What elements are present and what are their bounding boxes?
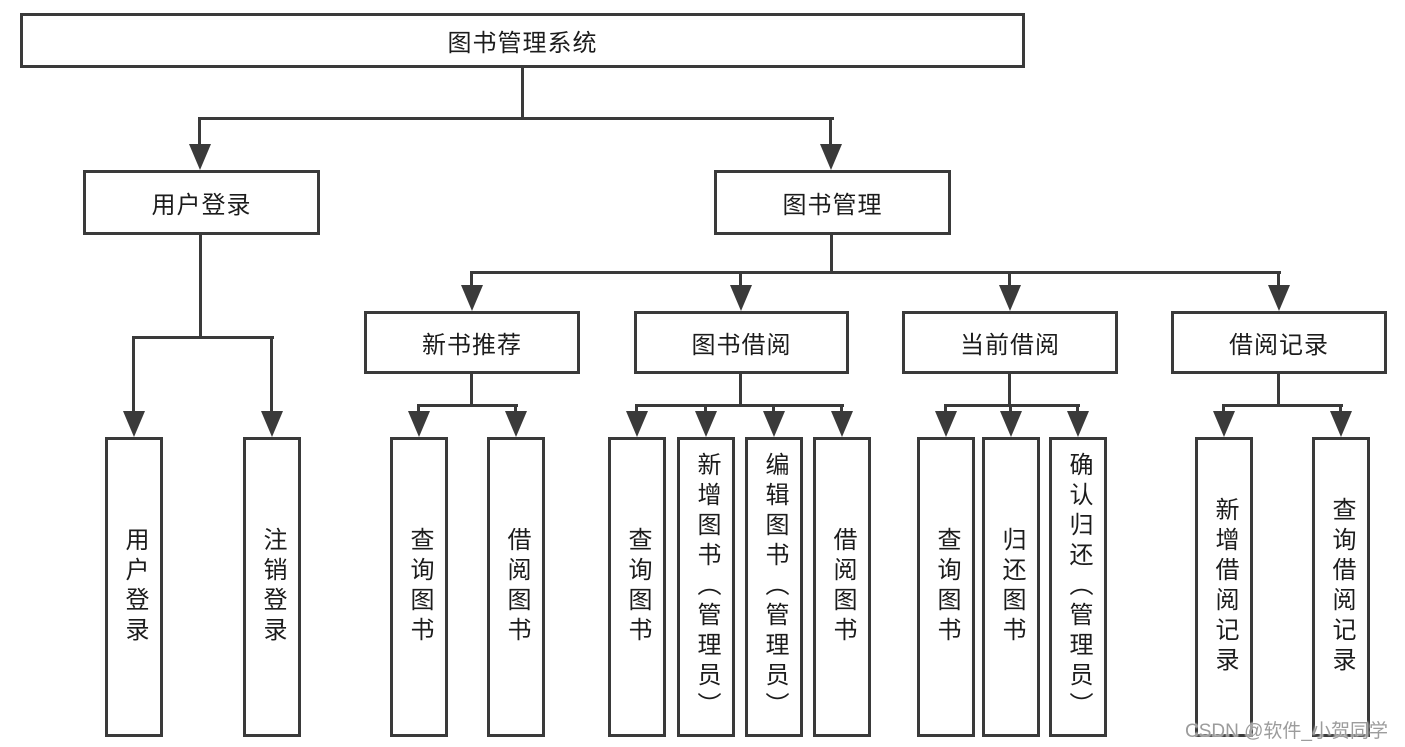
leaf-return-books: 归还图书 [982, 437, 1040, 737]
edge-current-bus [944, 404, 1080, 407]
arrowhead-borrow-leaf-2 [695, 411, 717, 437]
edge-borrow-bus [635, 404, 844, 407]
edge-borrow-stem [739, 374, 742, 407]
edge-userlogin-bus [132, 336, 274, 339]
edge-userlogin-drop-1 [132, 336, 135, 413]
arrowhead-new-books [461, 285, 483, 311]
edge-borrow-drop-4 [840, 404, 843, 414]
node-book-borrow: 图书借阅 [634, 311, 849, 374]
leaf-edit-books-admin: 编辑图书（管理员） [745, 437, 803, 737]
arrowhead-logout-leaf [261, 411, 283, 437]
edge-records-drop-1 [1222, 404, 1225, 414]
leaf-query-borrow-record: 查询借阅记录 [1312, 437, 1370, 737]
leaf-confirm-return-admin: 确认归还（管理员） [1049, 437, 1107, 737]
arrowhead-book-mgmt [820, 144, 842, 170]
edge-bookmgmt-drop-2 [739, 271, 742, 288]
edge-root-drop-right [829, 117, 832, 146]
node-book-management: 图书管理 [714, 170, 951, 235]
edge-current-stem [1008, 374, 1011, 407]
edge-userlogin-drop-2 [270, 336, 273, 413]
edge-newbook-bus [417, 404, 518, 407]
arrowhead-login-leaf [123, 411, 145, 437]
edge-root-bus [198, 117, 834, 120]
csdn-watermark: CSDN @软件_小贺同学 [1185, 721, 1388, 742]
edge-newbook-stem [470, 374, 473, 407]
arrowhead-current-borrow [999, 285, 1021, 311]
edge-borrow-drop-3 [772, 404, 775, 414]
arrowhead-records-leaf-1 [1213, 411, 1235, 437]
edge-bookmgmt-drop-3 [1008, 271, 1011, 288]
leaf-add-books-admin: 新增图书（管理员） [677, 437, 735, 737]
arrowhead-newbook-leaf-1 [408, 411, 430, 437]
arrowhead-newbook-leaf-2 [505, 411, 527, 437]
leaf-query-books-current: 查询图书 [917, 437, 975, 737]
arrowhead-current-leaf-1 [935, 411, 957, 437]
edge-bookmgmt-bus [470, 271, 1281, 274]
node-user-login: 用户登录 [83, 170, 320, 235]
arrowhead-borrow-leaf-3 [763, 411, 785, 437]
edge-root-stem [521, 68, 524, 119]
edge-bookmgmt-drop-4 [1277, 271, 1280, 288]
edge-newbook-drop-1 [417, 404, 420, 414]
arrowhead-borrow-leaf-4 [831, 411, 853, 437]
edge-records-bus [1222, 404, 1343, 407]
arrowhead-user-login [189, 144, 211, 170]
leaf-borrow-books-recommend: 借阅图书 [487, 437, 545, 737]
edge-current-drop-1 [944, 404, 947, 414]
arrowhead-records-leaf-2 [1330, 411, 1352, 437]
arrowhead-borrow-records [1268, 285, 1290, 311]
edge-root-drop-left [198, 117, 201, 146]
edge-userlogin-stem [199, 235, 202, 339]
leaf-user-login: 用户登录 [105, 437, 163, 737]
node-borrow-records: 借阅记录 [1171, 311, 1387, 374]
arrowhead-book-borrow [730, 285, 752, 311]
node-new-book-recommend: 新书推荐 [364, 311, 580, 374]
edge-current-drop-2 [1009, 404, 1012, 414]
arrowhead-current-leaf-3 [1067, 411, 1089, 437]
edge-records-drop-2 [1339, 404, 1342, 414]
edge-current-drop-3 [1076, 404, 1079, 414]
edge-records-stem [1277, 374, 1280, 407]
arrowhead-current-leaf-2 [1000, 411, 1022, 437]
edge-bookmgmt-drop-1 [470, 271, 473, 288]
edge-newbook-drop-2 [514, 404, 517, 414]
edge-bookmgmt-stem [830, 235, 833, 274]
leaf-query-books-recommend: 查询图书 [390, 437, 448, 737]
edge-borrow-drop-1 [635, 404, 638, 414]
leaf-add-borrow-record: 新增借阅记录 [1195, 437, 1253, 737]
leaf-logout: 注销登录 [243, 437, 301, 737]
node-root: 图书管理系统 [20, 13, 1025, 68]
arrowhead-borrow-leaf-1 [626, 411, 648, 437]
leaf-borrow-books: 借阅图书 [813, 437, 871, 737]
edge-borrow-drop-2 [704, 404, 707, 414]
node-current-borrow: 当前借阅 [902, 311, 1118, 374]
leaf-query-books-borrow: 查询图书 [608, 437, 666, 737]
